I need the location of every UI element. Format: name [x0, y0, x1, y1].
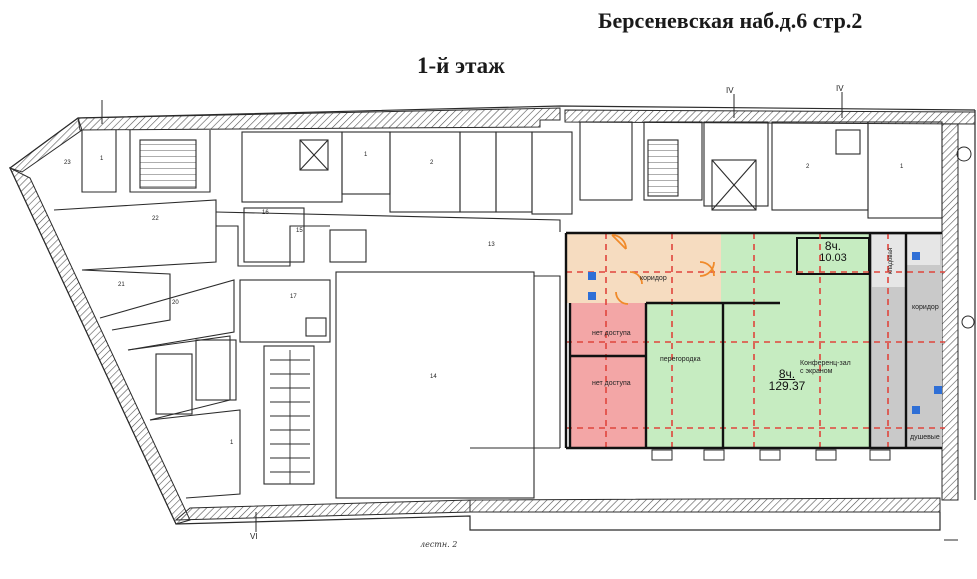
interior-walls	[53, 121, 943, 499]
room-number: 20	[172, 300, 179, 306]
unit-small-area: 10.03	[819, 252, 847, 264]
axis-label-top-1: IV	[726, 86, 734, 95]
axis-markers	[101, 92, 975, 541]
zone-corridor	[566, 233, 721, 303]
room-number: 14	[430, 374, 437, 380]
stair-label: лестн. 2	[420, 540, 458, 549]
zone-gray-inner2	[906, 235, 940, 265]
room-number: 13	[488, 242, 495, 248]
room-number: 1	[100, 156, 104, 162]
unit-main-name: 8ч.	[778, 367, 796, 381]
label-corridor-left: коридор	[640, 275, 667, 282]
floor-title: 1-й этаж	[417, 53, 505, 78]
room-number: 1	[230, 440, 234, 446]
unit-main-tag: 8ч. 129.37	[760, 368, 814, 392]
grid-dashes	[566, 233, 945, 448]
room-number: 2	[806, 164, 810, 170]
unit-main-area: 129.37	[768, 379, 806, 393]
zone-green-partition	[646, 303, 726, 448]
label-no-access-top: нет доступа	[592, 330, 631, 337]
label-corridor-right: коридор	[912, 304, 939, 311]
label-conference: Конференц-зал с экраном	[800, 360, 851, 375]
room-number: 23	[64, 160, 71, 166]
partitions	[564, 231, 942, 450]
room-number: 16	[262, 210, 269, 216]
label-storage: кладовая	[888, 247, 895, 275]
unit-small-name: 8ч.	[824, 239, 842, 253]
zone-gray-inner	[872, 235, 906, 287]
room-number: 1	[364, 152, 368, 158]
axis-label-bottom: VI	[250, 532, 258, 541]
axis-label-top-2: IV	[836, 84, 844, 93]
label-partition: перегородка	[660, 356, 701, 363]
building-address: Берсеневская наб.д.6 стр.2	[598, 8, 863, 33]
door-swings	[611, 234, 715, 305]
zone-no-access	[570, 303, 645, 448]
outline-lines	[9, 105, 976, 531]
unit-small-tag: 8ч. 10.03	[803, 240, 863, 264]
room-number: 1	[900, 164, 904, 170]
room-number: 22	[152, 216, 159, 222]
label-shower: душевые	[910, 434, 940, 441]
label-no-access-bottom: нет доступа	[592, 380, 631, 387]
window-marks	[651, 449, 891, 461]
room-number: 21	[118, 282, 125, 288]
toilet-stalls	[270, 350, 310, 484]
toilet-icons	[588, 252, 942, 414]
room-number: 2	[430, 160, 434, 166]
room-number: 15	[296, 228, 303, 234]
room-number: 17	[290, 294, 297, 300]
